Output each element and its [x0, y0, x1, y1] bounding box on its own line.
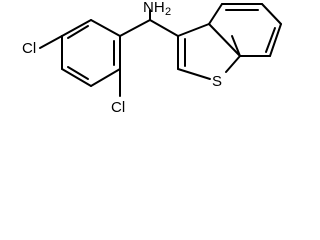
- bond-c3a-c3: [177, 23, 210, 37]
- bond-c2-s: [177, 68, 211, 80]
- chlorine-bottom-label: Cl: [111, 99, 125, 116]
- bond-benzo-c: [261, 3, 282, 25]
- bond-benzo-a: [208, 3, 223, 25]
- sulfur-label: S: [212, 73, 222, 90]
- bond-ring1-d: [61, 68, 92, 87]
- dichlorophenyl-ring: [61, 19, 121, 87]
- bond-ch-to-thiophene: [149, 19, 179, 37]
- bond-c7a-c3a: [208, 23, 241, 57]
- bond-ring1-f: [61, 19, 92, 37]
- benzothiophene: [177, 3, 282, 80]
- double-bond-benzo-3: [231, 35, 241, 57]
- double-bond-benzo-2: [265, 27, 276, 53]
- bond-ring1-c: [90, 68, 121, 87]
- double-bond-ring1-3: [67, 25, 89, 39]
- bond-cl-left: [39, 35, 63, 49]
- bond-ring1-to-ch: [119, 19, 151, 37]
- double-bond-ring1-2: [67, 66, 89, 80]
- bond-s-c7a: [225, 55, 241, 73]
- bond-benzo-d: [269, 23, 282, 57]
- amine-subscript: 2: [165, 6, 171, 18]
- bond-ring1-a: [90, 19, 121, 37]
- amine-label: NH: [143, 0, 165, 16]
- chlorine-left-label: Cl: [22, 40, 36, 57]
- molecular-structure: NH 2 Cl Cl S: [22, 0, 282, 116]
